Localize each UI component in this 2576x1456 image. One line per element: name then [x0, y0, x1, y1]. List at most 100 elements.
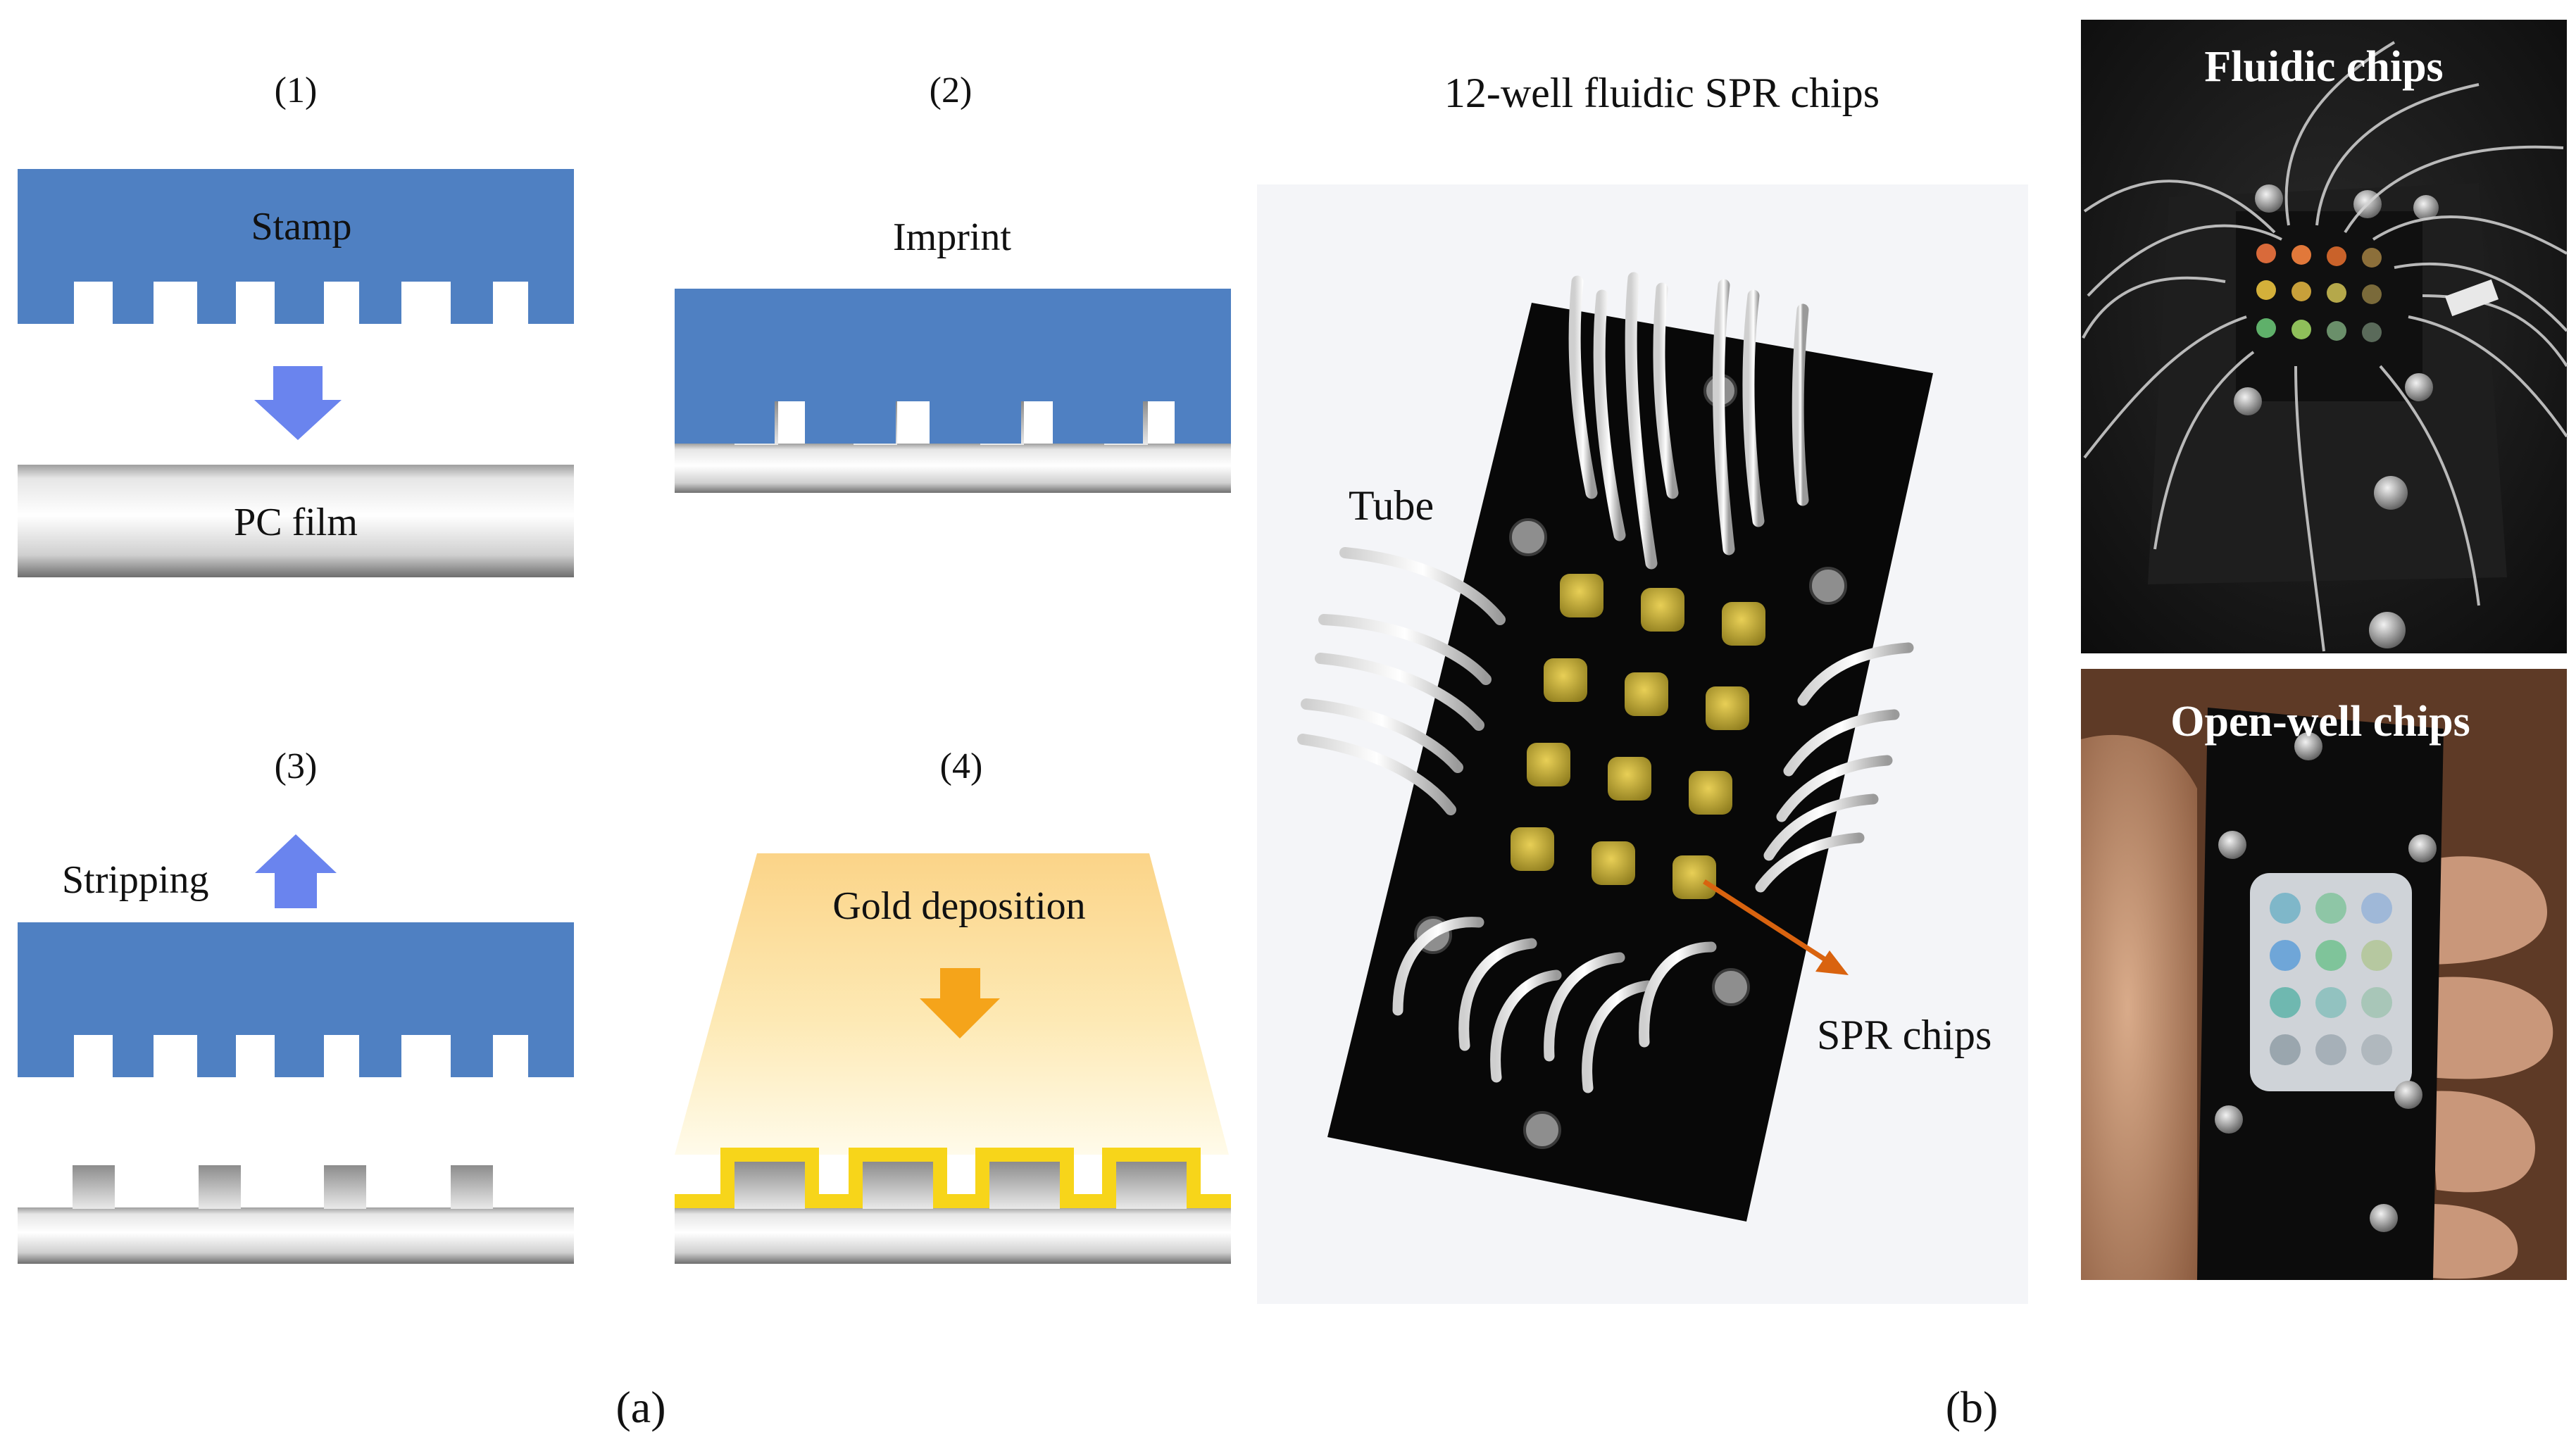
film-3: [18, 1207, 574, 1264]
tube: [1653, 282, 1679, 499]
tube: [1776, 755, 1893, 822]
tube: [1582, 980, 1653, 1093]
bolt-icon: [2294, 732, 2322, 760]
gold-arrow-icon: [920, 968, 1000, 1038]
tube: [1625, 272, 1658, 570]
spr-well: [1722, 602, 1765, 646]
photo-well: [2327, 321, 2346, 341]
tube: [1792, 303, 1809, 506]
photo-well: [2362, 322, 2382, 342]
bolt-icon: [2405, 373, 2433, 401]
spr-well: [1641, 588, 1684, 632]
caption-b: (b): [1946, 1382, 1999, 1432]
down-arrow-icon: [254, 366, 342, 440]
photo-well: [2291, 245, 2311, 265]
stamp-3: [18, 922, 574, 1077]
imprint-label: Imprint: [893, 215, 1011, 259]
step-1-number: (1): [275, 70, 318, 111]
bolt-icon: [2370, 1204, 2398, 1232]
spr-well: [1608, 757, 1651, 801]
step-4: (4) Gold deposition: [675, 746, 1231, 1264]
stamp-label: Stamp: [251, 205, 351, 249]
tube: [1339, 547, 1506, 625]
spr-well: [1560, 574, 1603, 617]
photo-well: [2362, 284, 2382, 304]
open-well: [2270, 893, 2301, 924]
stamp-1: [18, 169, 574, 324]
photo-fluidic-chips: Fluidic chips: [2081, 20, 2568, 653]
tube: [1763, 793, 1879, 861]
open-well: [2315, 987, 2346, 1018]
photo-open-well-chips: Open-well chips: [2081, 669, 2567, 1280]
photo-label-sticker: [2444, 279, 2499, 317]
film-4: [675, 1207, 1231, 1264]
bolt-icon: [2369, 612, 2406, 648]
bolt-icon: [2413, 195, 2439, 220]
hole-icon: [1712, 968, 1750, 1006]
open-well: [2315, 940, 2346, 971]
spr-well: [1544, 658, 1587, 702]
open-well: [2270, 1034, 2301, 1065]
up-arrow-icon: [255, 834, 337, 908]
stripping-label: Stripping: [62, 858, 208, 902]
tube: [1544, 952, 1625, 1062]
open-well: [2270, 940, 2301, 971]
caption-a: (a): [615, 1382, 665, 1432]
panel-a: (1) Stamp PC film (2) Imprint (3) Stripp…: [18, 70, 1231, 1432]
film-2: [675, 444, 1231, 493]
spr-well: [1625, 672, 1668, 716]
tube: [1301, 698, 1463, 773]
open-well: [2315, 1034, 2346, 1065]
tube: [1315, 653, 1484, 731]
spr-chips-label: SPR chips: [1817, 1012, 1992, 1058]
tube: [1490, 969, 1562, 1083]
tube: [1783, 709, 1900, 777]
tube: [1639, 941, 1717, 1048]
stamp-2: [675, 289, 1231, 444]
pc-film: [18, 465, 574, 577]
bolt-icon: [2394, 1081, 2422, 1109]
gold-layer: [675, 1148, 1231, 1208]
tubes-bottom: [1392, 917, 1717, 1093]
open-well-chips-label: Open-well chips: [2170, 698, 2470, 746]
photo-bolts: [2234, 184, 2439, 648]
photo-well: [2291, 320, 2311, 339]
tube: [1755, 832, 1865, 893]
tube: [1458, 938, 1537, 1051]
film-3-pillars: [73, 1165, 493, 1209]
pc-film-label: PC film: [234, 501, 358, 544]
open-well: [2270, 987, 2301, 1018]
spr-arrow-head-icon: [1815, 950, 1849, 975]
tube: [1568, 275, 1598, 499]
spr-well: [1527, 743, 1570, 786]
bolt-icon: [2374, 476, 2408, 510]
open-well-bolts: [2215, 732, 2437, 1232]
step-3-number: (3): [275, 746, 318, 786]
tube: [1593, 289, 1626, 541]
tube: [1713, 279, 1735, 556]
photo-well: [2327, 246, 2346, 266]
hole-icon: [1523, 1111, 1561, 1149]
open-well: [2361, 893, 2392, 924]
step-3: (3) Stripping: [18, 746, 574, 1264]
hole-icon: [1809, 567, 1847, 605]
bolt-icon: [2234, 387, 2262, 415]
photo-tubing: [2082, 41, 2568, 652]
hand-fingers: [2408, 856, 2553, 1279]
spr-well: [1672, 855, 1716, 899]
panel-b: 12-well fluidic SPR chips: [1257, 20, 2568, 1432]
tube-label: Tube: [1349, 482, 1434, 529]
hand: [2081, 734, 2197, 1280]
bolt-icon: [2408, 834, 2437, 862]
film-4-pillars: [734, 1162, 1187, 1209]
tube: [1797, 642, 1914, 706]
open-well: [2315, 893, 2346, 924]
tube: [1318, 614, 1492, 685]
tubes-left: [1297, 547, 1506, 815]
bolt-icon: [2255, 184, 2283, 213]
tubes-top: [1568, 272, 1809, 570]
step-4-number: (4): [940, 746, 983, 786]
spr-arrow: [1703, 879, 1849, 975]
photo-well: [2291, 282, 2311, 301]
